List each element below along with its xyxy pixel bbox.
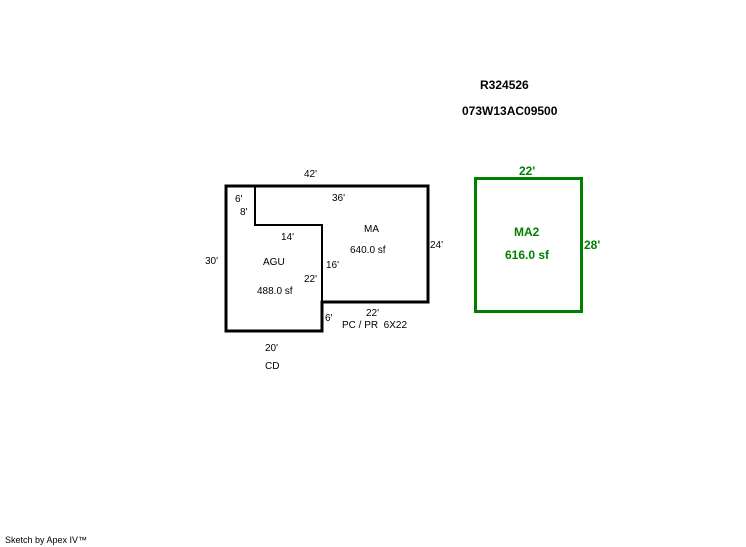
dim-overall-left: 30' [205,256,218,267]
cd-note: CD [265,361,279,372]
agu-ma-divider [254,186,323,302]
porch-note: PC / PR 6X22 [342,320,407,331]
agu-area: 488.0 sf [257,286,293,297]
dim-ma2-right: 28' [584,238,600,252]
dim-ma-right: 24' [430,240,443,251]
dim-ma-inner-left: 16' [326,260,339,271]
ma-label: MA [364,224,379,235]
ma2-label: MA2 [514,225,540,239]
dim-overall-top: 42' [304,169,317,180]
agu-label: AGU [263,257,285,268]
dim-ma2-top: 22' [519,164,535,178]
main-building-outline [224,184,430,333]
map-number: 073W13AC09500 [462,104,558,118]
footer-credit: Sketch by Apex IV™ [5,535,88,545]
dim-agu-notch-top: 6' [235,194,243,205]
dim-agu-inner-top: 14' [281,232,294,243]
dim-agu-right: 22' [304,274,317,285]
dim-agu-notch-side: 8' [240,207,248,218]
ma2-outline [474,177,583,313]
dim-agu-step: 6' [325,313,333,324]
ma-area: 640.0 sf [350,245,386,256]
parcel-id: R324526 [480,78,529,92]
dim-ma-bottom: 22' [366,308,379,319]
ma2-area: 616.0 sf [505,248,550,262]
dim-agu-bottom: 20' [265,343,278,354]
dim-ma-top: 36' [332,193,345,204]
